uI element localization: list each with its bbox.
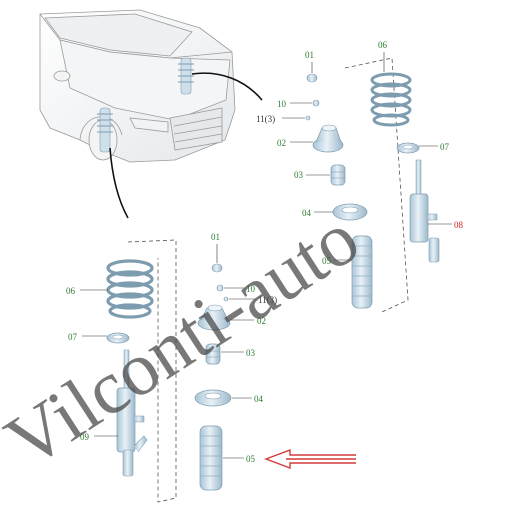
label-l07: 07	[68, 332, 78, 342]
right-dashed-bracket	[344, 57, 409, 313]
grille-bar	[174, 133, 223, 143]
left-part-05-dust-boot	[199, 425, 223, 491]
label-r10: 10	[277, 99, 287, 109]
right-part-08-shock-absorber	[409, 159, 440, 263]
label-l06: 06	[66, 286, 76, 296]
right-part-07-spring-isolator	[396, 142, 420, 154]
label-l10: 10	[246, 284, 256, 294]
label-r02: 02	[277, 138, 286, 148]
label-l11: 11(3)	[258, 295, 277, 305]
right-part-10-nut	[312, 99, 320, 107]
right-part-03-bump-stop	[330, 164, 346, 186]
label-l04: 04	[254, 394, 264, 404]
car-mirror	[53, 70, 71, 82]
label-r07: 07	[440, 142, 450, 152]
label-l02: 02	[257, 316, 266, 326]
leader-curve-car-to-left	[109, 147, 129, 219]
left-part-06-coil-spring	[106, 259, 154, 319]
right-part-06-coil-spring	[370, 72, 412, 127]
right-assembly: 01 10 11(3) 02 03 04	[256, 40, 464, 313]
label-l03: 03	[246, 348, 256, 358]
left-assembly: 06 07 09 01 10 11(3)	[66, 232, 356, 503]
leader-curve-car-to-right	[191, 72, 263, 101]
left-part-11-bolt	[223, 296, 229, 302]
left-part-09-shock-absorber	[116, 349, 148, 477]
label-l01: 01	[211, 232, 220, 242]
right-part-01-cap	[306, 73, 318, 83]
right-part-05-dust-boot	[351, 235, 373, 309]
car-fender	[79, 116, 123, 141]
grille-bar	[173, 125, 223, 135]
label-l05: 05	[246, 454, 256, 464]
label-l09: 09	[80, 432, 90, 442]
car-grille	[169, 107, 223, 151]
car-strut-mini-front	[178, 57, 194, 95]
car-strut-mini-rear	[97, 107, 113, 153]
grille-bar	[173, 116, 223, 127]
label-r05: 05	[322, 256, 332, 266]
left-part-07-spring-isolator	[106, 332, 130, 344]
car-illustration	[39, 9, 236, 163]
label-r01: 01	[305, 50, 314, 60]
right-part-11-bolt	[305, 115, 311, 121]
watermark-text: Vilconti-auto	[0, 196, 373, 485]
left-part-10-nut	[216, 284, 224, 292]
left-part-04-spring-seat	[194, 389, 232, 407]
label-r06: 06	[378, 40, 388, 50]
left-part-02-top-mount	[197, 304, 231, 331]
car-headlight	[129, 117, 169, 133]
car-windshield	[44, 13, 193, 57]
red-pointer-arrow	[264, 448, 356, 470]
right-part-02-top-mount	[312, 124, 344, 153]
left-part-01-cap	[211, 263, 223, 273]
left-part-03-bump-stop	[205, 343, 221, 365]
label-r08: 08	[454, 220, 464, 230]
label-r11: 11(3)	[256, 114, 275, 124]
label-r03: 03	[294, 170, 304, 180]
label-r04: 04	[302, 208, 312, 218]
right-part-04-spring-seat	[332, 203, 368, 221]
